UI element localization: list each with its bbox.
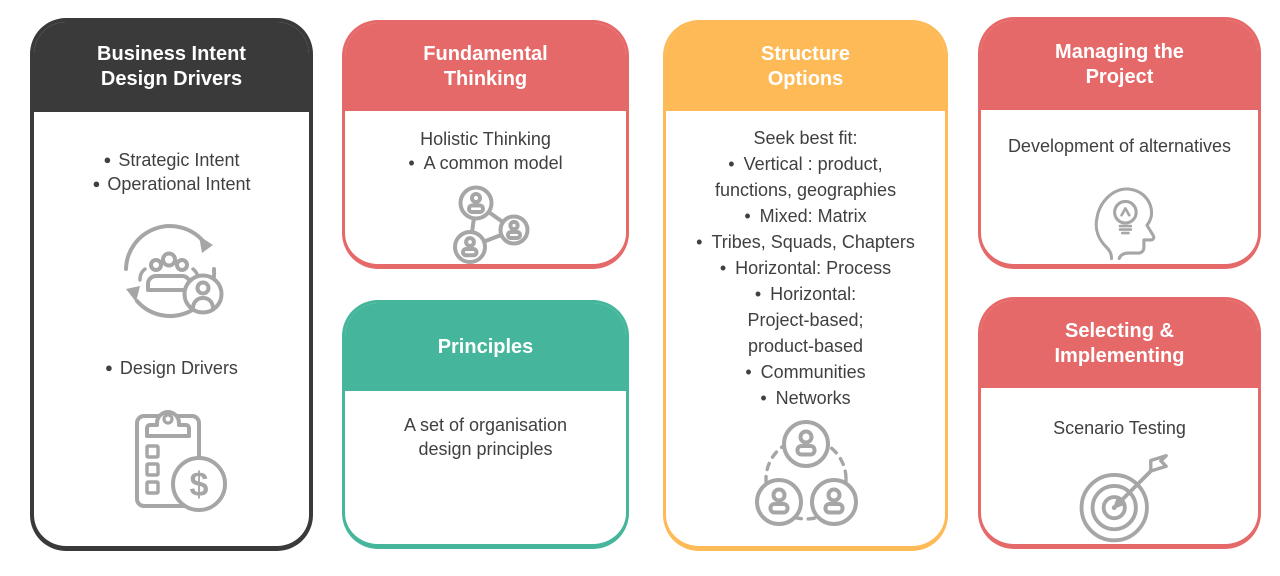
title-line: Structure bbox=[761, 43, 850, 65]
card-title: Structure Options bbox=[666, 23, 945, 111]
body-text: Development of alternatives bbox=[1007, 136, 1232, 156]
title-line: Project bbox=[1085, 66, 1154, 88]
list-text: Tribes, Squads, Chapters bbox=[711, 232, 915, 252]
list-line: • Mixed: Matrix bbox=[744, 203, 866, 229]
card-fundamental-thinking: Fundamental Thinking Holistic Thinking •… bbox=[342, 20, 629, 269]
list-text: Project-based; bbox=[747, 310, 864, 330]
card-principles: Principles A set of organisation design … bbox=[342, 300, 629, 549]
bullet-marker: ● bbox=[105, 360, 113, 375]
title-line: Managing the bbox=[1055, 41, 1184, 63]
bullet-marker: • bbox=[754, 284, 762, 304]
list-text: Design Drivers bbox=[119, 358, 238, 378]
list-text: Operational Intent bbox=[107, 174, 251, 194]
card-body: Development of alternatives bbox=[981, 110, 1258, 264]
list-line: Seek best fit: bbox=[753, 125, 857, 151]
card-selecting-implementing: Selecting & Implementing Scenario Testin… bbox=[978, 297, 1261, 549]
bullet-marker: • bbox=[745, 362, 752, 382]
body-text: Scenario Testing bbox=[1053, 418, 1186, 438]
bullet-marker: • bbox=[744, 206, 751, 226]
card-title: Selecting & Implementing bbox=[981, 300, 1258, 388]
card-title: Fundamental Thinking bbox=[345, 23, 626, 111]
community-network-icon bbox=[754, 420, 858, 526]
bullet-marker: • bbox=[719, 258, 727, 278]
bullet-marker: • bbox=[760, 388, 767, 408]
list-line: product-based bbox=[748, 333, 863, 359]
list-line: Project-based; bbox=[747, 307, 863, 333]
card-title: Principles bbox=[345, 303, 626, 391]
list-line: • Communities bbox=[745, 359, 865, 385]
title-line: Principles bbox=[437, 335, 534, 358]
list-text: Communities bbox=[760, 362, 866, 382]
bullet-marker: • bbox=[696, 232, 703, 252]
body-text: A set of organisation design principles bbox=[403, 415, 568, 459]
bullet-marker: ● bbox=[103, 152, 112, 167]
list-line: ● Strategic Intent bbox=[104, 148, 240, 172]
list-line: • Tribes, Squads, Chapters bbox=[696, 229, 915, 255]
list-line: ● Operational Intent bbox=[93, 172, 251, 196]
list-line: • Vertical : product, bbox=[728, 151, 882, 177]
title-line: Options bbox=[767, 68, 844, 90]
card-structure-options: Structure Options Seek best fit: • Vertic… bbox=[663, 20, 948, 551]
target-arrow-icon bbox=[1079, 454, 1168, 543]
title-line: Fundamental bbox=[423, 43, 548, 65]
bullet-marker: • bbox=[728, 154, 735, 174]
list-text: Horizontal: Process bbox=[735, 258, 892, 278]
people-network-icon bbox=[452, 185, 529, 264]
card-body: Seek best fit: • Vertical : product, func… bbox=[666, 111, 945, 546]
title-line: Thinking bbox=[443, 68, 528, 90]
card-body: Holistic Thinking • A common model bbox=[345, 111, 626, 264]
people-cycle-icon bbox=[123, 224, 223, 319]
card-body: A set of organisation design principles bbox=[345, 391, 626, 544]
list-line: • Networks bbox=[760, 385, 850, 411]
card-business-intent: Business Intent Design Drivers ● Strategi… bbox=[30, 18, 313, 551]
list-line: functions, geographies bbox=[715, 177, 896, 203]
card-title: Business Intent Design Drivers bbox=[34, 22, 309, 112]
list-line: Holistic Thinking bbox=[420, 127, 551, 151]
list-line: ● Design Drivers bbox=[105, 356, 238, 380]
list-text: Networks bbox=[775, 388, 851, 408]
list-text: product-based bbox=[747, 336, 864, 356]
bullet-marker: • bbox=[408, 153, 415, 173]
bullet-marker: ● bbox=[92, 176, 101, 191]
title-line: Business Intent bbox=[97, 43, 246, 65]
list-line: • Horizontal: bbox=[755, 281, 856, 307]
list-text: Holistic Thinking bbox=[420, 129, 551, 149]
list-text: A common model bbox=[423, 153, 563, 173]
clipboard-dollar-icon: $ bbox=[134, 410, 227, 512]
card-body: Scenario Testing bbox=[981, 388, 1258, 544]
list-text: Strategic Intent bbox=[118, 150, 240, 170]
list-text: Horizontal: bbox=[770, 284, 857, 304]
head-lightbulb-icon bbox=[1094, 187, 1155, 260]
title-line: Design Drivers bbox=[100, 68, 243, 90]
list-text: Seek best fit: bbox=[753, 128, 858, 148]
list-line: • Horizontal: Process bbox=[720, 255, 891, 281]
card-title: Managing the Project bbox=[981, 20, 1258, 110]
svg-text:$: $ bbox=[189, 466, 208, 504]
list-text: Vertical : product, bbox=[743, 154, 883, 174]
title-line: Implementing bbox=[1054, 345, 1185, 367]
title-line: Selecting & bbox=[1065, 320, 1174, 342]
list-text: functions, geographies bbox=[714, 180, 897, 200]
list-line: • A common model bbox=[408, 151, 562, 175]
list-text: Mixed: Matrix bbox=[759, 206, 867, 226]
card-body: ● Strategic Intent ● Operational Intent ● D… bbox=[34, 112, 309, 546]
card-managing-project: Managing the Project Development of alte… bbox=[978, 17, 1261, 269]
